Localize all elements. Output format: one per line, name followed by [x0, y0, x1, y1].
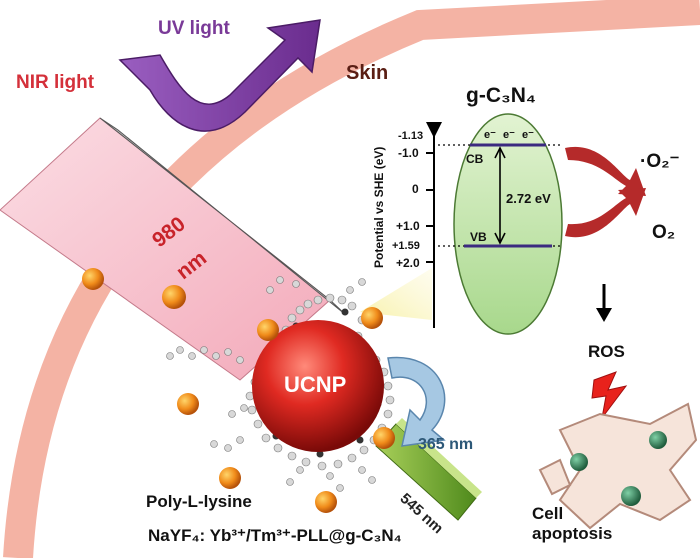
- ucnp-sphere: [252, 320, 384, 452]
- tick-pos-1-0: +1.0: [396, 219, 420, 233]
- apoptotic-cell: [538, 402, 698, 530]
- emission-365-label: 365 nm: [418, 436, 474, 453]
- potential-axis: [426, 122, 442, 328]
- electron-3: e⁻: [522, 129, 534, 141]
- tick-pos-1-59: +1.59: [392, 240, 420, 252]
- electron-1: e⁻: [484, 129, 496, 141]
- tick-neg-1-0: -1.0: [398, 146, 419, 160]
- cb-label: CB: [466, 152, 484, 166]
- band-gap-label: 2.72 eV: [506, 191, 551, 206]
- gcn-particles: [82, 268, 395, 513]
- glow-beam: [360, 268, 432, 320]
- emission-365-arrow: [387, 356, 446, 447]
- uv-light-arrow: [118, 19, 321, 132]
- ucnp-label: UCNP: [284, 372, 347, 397]
- cell-label: Cell: [532, 504, 564, 523]
- nir-light-label: NIR light: [16, 72, 95, 93]
- oxygen-label: O₂: [652, 222, 676, 243]
- tick-neg-1-13: -1.13: [398, 130, 424, 142]
- superoxide-label: ·O₂⁻: [640, 151, 680, 172]
- cell-nuclei: [570, 431, 667, 506]
- tick-zero: 0: [412, 182, 419, 196]
- lightning-icon: [591, 371, 628, 419]
- ros-label: ROS: [588, 342, 625, 361]
- apoptosis-label: apoptosis: [532, 524, 613, 543]
- uv-light-label: UV light: [158, 18, 230, 39]
- axis-label: Potential vs SHE (eV): [372, 146, 386, 268]
- semiconductor-ellipse: [453, 113, 563, 335]
- electron-2: e⁻: [503, 129, 515, 141]
- poly-l-lysine-label: Poly-L-lysine: [146, 492, 252, 511]
- band-edges: [438, 143, 562, 248]
- ros-down-arrow: [596, 284, 612, 322]
- semiconductor-label: g-C₃N₄: [466, 84, 536, 107]
- tick-pos-2-0: +2.0: [396, 256, 420, 270]
- skin-label: Skin: [346, 62, 389, 84]
- redox-cycle-arrows: [565, 146, 646, 238]
- formula-label: NaYF₄: Yb³⁺/Tm³⁺-PLL@g-C₃N₄: [148, 526, 402, 545]
- band-gap-arrow: [494, 146, 506, 245]
- vb-label: VB: [470, 230, 487, 244]
